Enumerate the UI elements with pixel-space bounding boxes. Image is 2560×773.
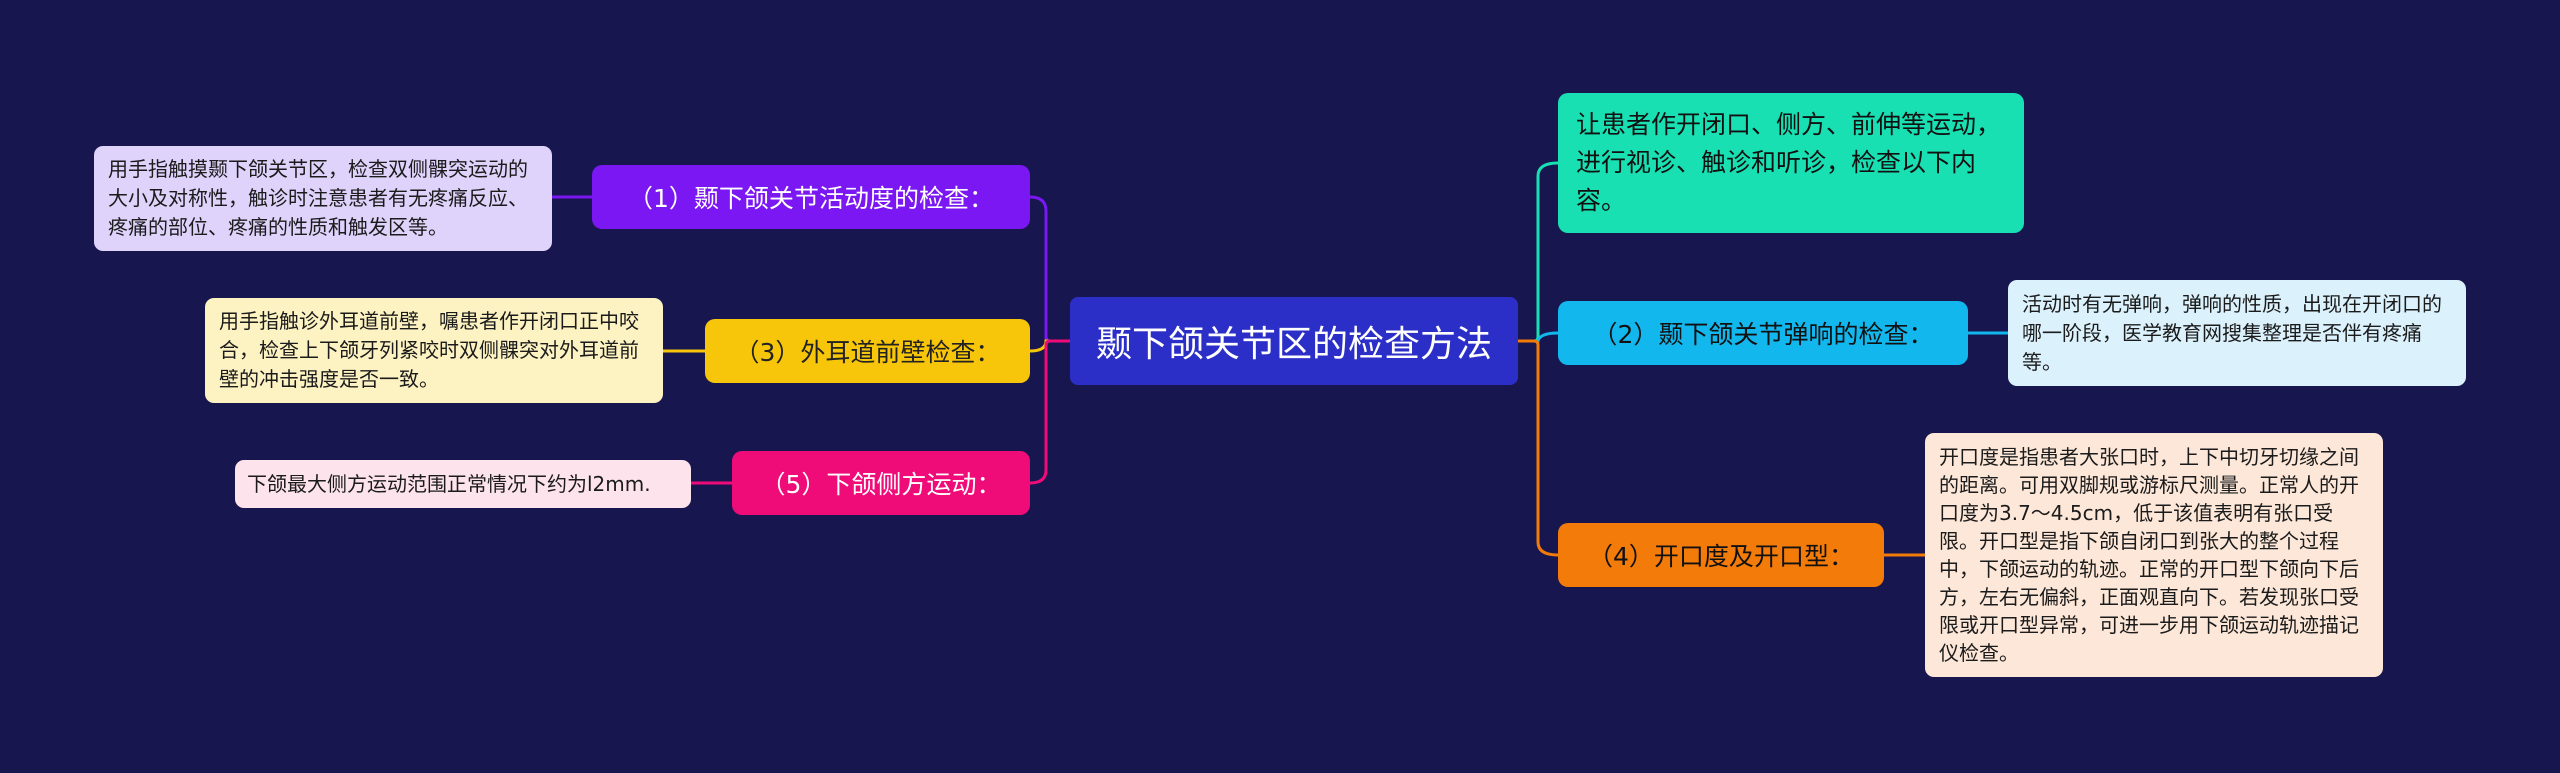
note-1-activity-check[interactable]: 用手指触摸颞下颌关节区，检查双侧髁突运动的大小及对称性，触诊时注意患者有无疼痛反… [94,146,552,251]
note-5-lateral-movement[interactable]: 下颌最大侧方运动范围正常情况下约为l2mm. [235,460,691,508]
branch-2-click-check[interactable]: （2）颞下颌关节弹响的检查： [1558,301,1968,365]
link-center-branch-4 [1518,339,1559,557]
note-3-ear-canal-check[interactable]: 用手指触诊外耳道前壁，嘱患者作开闭口正中咬合，检查上下颌牙列紧咬时双侧髁突对外耳… [205,298,663,403]
central-topic[interactable]: 颞下颌关节区的检查方法 [1070,297,1518,385]
link-center-branch-5 [1029,339,1070,485]
branch-5-lateral-movement[interactable]: （5）下颌侧方运动： [732,451,1030,515]
branch-1-activity-check[interactable]: （1）颞下颌关节活动度的检查： [592,165,1030,229]
link-center-branch-1 [1029,195,1070,343]
branch-4-mouth-opening[interactable]: （4）开口度及开口型： [1558,523,1884,587]
branch-3-ear-canal-check[interactable]: （3）外耳道前壁检查： [705,319,1030,383]
note-2-click-check[interactable]: 活动时有无弹响，弹响的性质，出现在开闭口的哪一阶段，医学教育网搜集整理是否伴有疼… [2008,280,2466,386]
intro-node[interactable]: 让患者作开闭口、侧方、前伸等运动，进行视诊、触诊和听诊，检查以下内容。 [1558,93,2024,233]
note-4-mouth-opening[interactable]: 开口度是指患者大张口时，上下中切牙切缘之间的距离。可用双脚规或游标尺测量。正常人… [1925,433,2383,677]
link-center-intro [1518,161,1559,343]
